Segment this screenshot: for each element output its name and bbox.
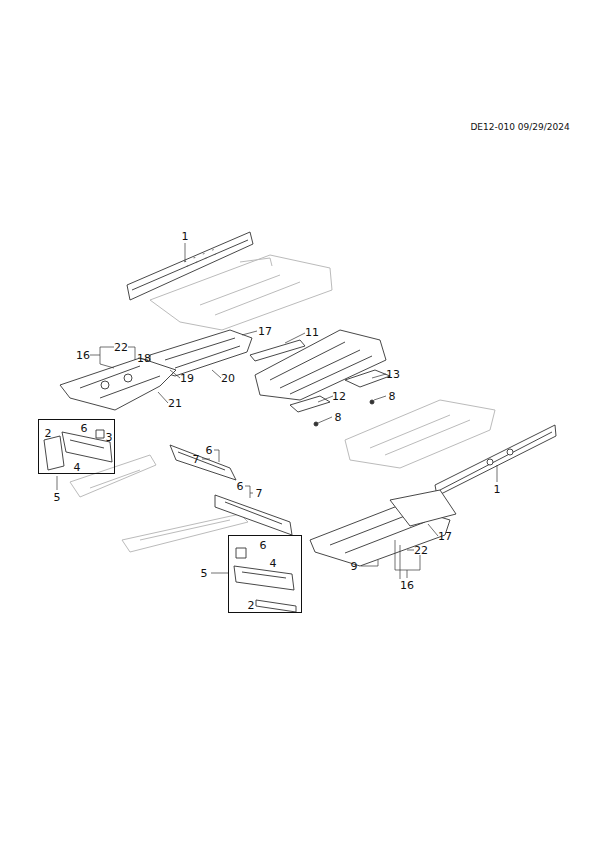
parts [44, 232, 556, 612]
callout-number: 22 [413, 545, 429, 556]
callout-number: 9 [350, 561, 359, 572]
callout-number: 3 [105, 432, 114, 443]
callout-number: 4 [73, 462, 82, 473]
callout-number: 12 [331, 391, 347, 402]
callout-number: 11 [304, 327, 320, 338]
callout-number: 16 [75, 350, 91, 361]
drawing-code: DE12-010 09/29/2024 [469, 123, 570, 132]
callout-number: 8 [388, 391, 397, 402]
detail-box: 6 2 3 4 [38, 419, 115, 474]
callout-number: 21 [167, 398, 183, 409]
callout-number: 6 [80, 423, 89, 434]
callout-number: 6 [259, 540, 268, 551]
callout-number: 5 [53, 492, 62, 503]
callout-number: 1 [493, 484, 502, 495]
ghost-parts [70, 255, 495, 552]
callout-number: 7 [255, 488, 264, 499]
callout-number: 22 [113, 342, 129, 353]
callout-number: 19 [179, 373, 195, 384]
callout-number: 17 [257, 326, 273, 337]
callout-number: 17 [437, 531, 453, 542]
callout-number: 2 [44, 428, 53, 439]
callout-number: 5 [200, 568, 209, 579]
callout-number: 6 [236, 481, 245, 492]
callout-number: 8 [334, 412, 343, 423]
callout-number: 13 [385, 369, 401, 380]
detail-box: 64 2 [228, 535, 302, 613]
callout-number: 20 [220, 373, 236, 384]
callout-number: 1 [181, 231, 190, 242]
callout-number: 7 [192, 454, 201, 465]
callout-number: 2 [247, 600, 256, 611]
callout-number: 6 [205, 445, 214, 456]
callout-number: 4 [269, 558, 278, 569]
leader-lines [57, 243, 497, 579]
callout-number: 18 [136, 353, 152, 364]
callout-number: 16 [399, 580, 415, 591]
